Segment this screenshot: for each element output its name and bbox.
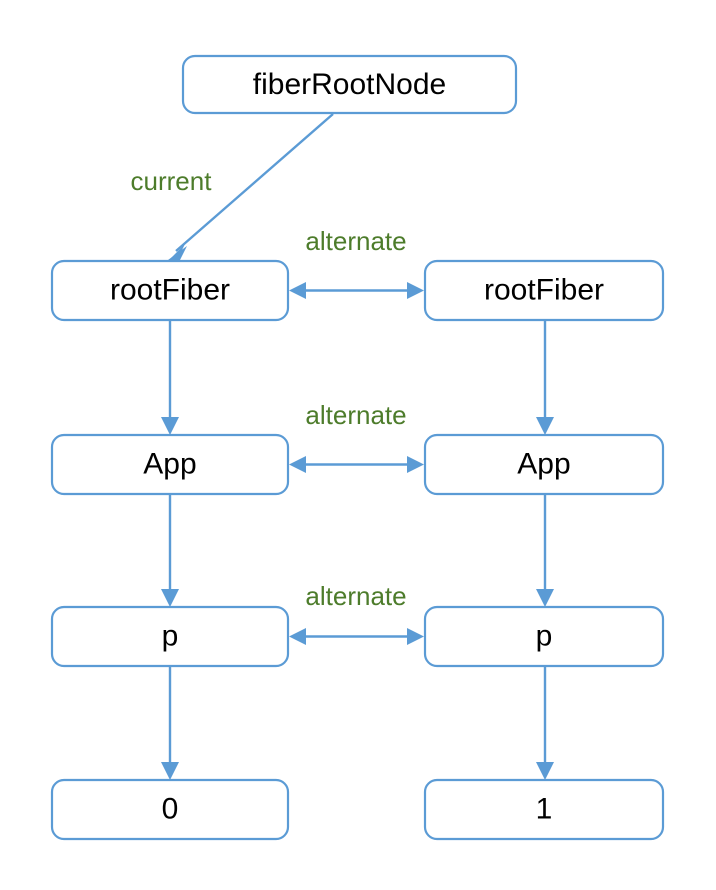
edge-alternate-app-arrowhead-right (407, 456, 424, 473)
node-wip-text[interactable]: 1 (423, 778, 665, 841)
edge-current-p-to-text-arrowhead (161, 762, 179, 780)
node-current-p[interactable]: p (50, 605, 290, 668)
node-wip-p[interactable]: p (423, 605, 665, 668)
edge-wip-rootfiber-to-app-arrowhead (536, 417, 554, 435)
node-wip-app-box (423, 433, 665, 496)
edge-alternate-p (289, 628, 424, 645)
node-fiber-root-node-label: fiberRootNode (253, 68, 446, 101)
edge-current-app-to-p (161, 495, 179, 607)
node-current-p-label: p (162, 619, 179, 652)
node-wip-p-box (423, 605, 665, 668)
node-wip-p-label: p (536, 619, 553, 652)
edge-alternate-rootfiber-arrowhead-left (289, 282, 306, 299)
edge-current-rootfiber-to-app (161, 321, 179, 435)
edge-alternate-p-arrowhead-right (407, 628, 424, 645)
edge-alternate-app (289, 456, 424, 473)
node-current-text-box (50, 778, 290, 841)
node-current-rootfiber[interactable]: rootFiber (50, 259, 290, 322)
node-wip-text-label: 1 (536, 792, 553, 825)
node-current-text[interactable]: 0 (50, 778, 290, 841)
node-current-p-box (50, 605, 290, 668)
node-current-app-box (50, 433, 290, 496)
node-current-text-label: 0 (162, 792, 179, 825)
edge-current-line (175, 113, 334, 252)
edge-current-p-to-text (161, 667, 179, 780)
edge-wip-app-to-p (536, 495, 554, 607)
node-current-rootfiber-box (50, 259, 290, 322)
node-current-rootfiber-label: rootFiber (110, 273, 230, 306)
edge-current-arrowhead-solid (168, 246, 187, 260)
node-wip-rootfiber[interactable]: rootFiber (423, 259, 665, 322)
edge-alternate-rootfiber-arrowhead-right (407, 282, 424, 299)
node-wip-app-label: App (517, 447, 570, 480)
edge-label-alternate-app: alternate (305, 400, 406, 430)
edge-label-alternate-rootfiber: alternate (305, 226, 406, 256)
node-wip-text-box (423, 778, 665, 841)
edge-wip-p-to-text-arrowhead (536, 762, 554, 780)
edge-alternate-p-arrowhead-left (289, 628, 306, 645)
edge-label-current: current (131, 166, 213, 196)
edge-wip-rootfiber-to-app (536, 321, 554, 435)
node-fiber-root-node-box (181, 54, 518, 115)
node-wip-rootfiber-box (423, 259, 665, 322)
edge-label-alternate-p: alternate (305, 581, 406, 611)
node-current-app[interactable]: App (50, 433, 290, 496)
node-current-app-label: App (143, 447, 196, 480)
edge-alternate-app-arrowhead-left (289, 456, 306, 473)
edge-current-app-to-p-arrowhead (161, 589, 179, 607)
edge-alternate-rootfiber (289, 282, 424, 299)
edge-current (168, 113, 334, 260)
node-fiber-root-node[interactable]: fiberRootNode (181, 54, 518, 115)
edge-current-arrowhead (170, 244, 185, 259)
node-wip-app[interactable]: App (423, 433, 665, 496)
node-wip-rootfiber-label: rootFiber (484, 273, 604, 306)
edge-current-rootfiber-to-app-arrowhead (161, 417, 179, 435)
edge-wip-p-to-text (536, 667, 554, 780)
edge-wip-app-to-p-arrowhead (536, 589, 554, 607)
